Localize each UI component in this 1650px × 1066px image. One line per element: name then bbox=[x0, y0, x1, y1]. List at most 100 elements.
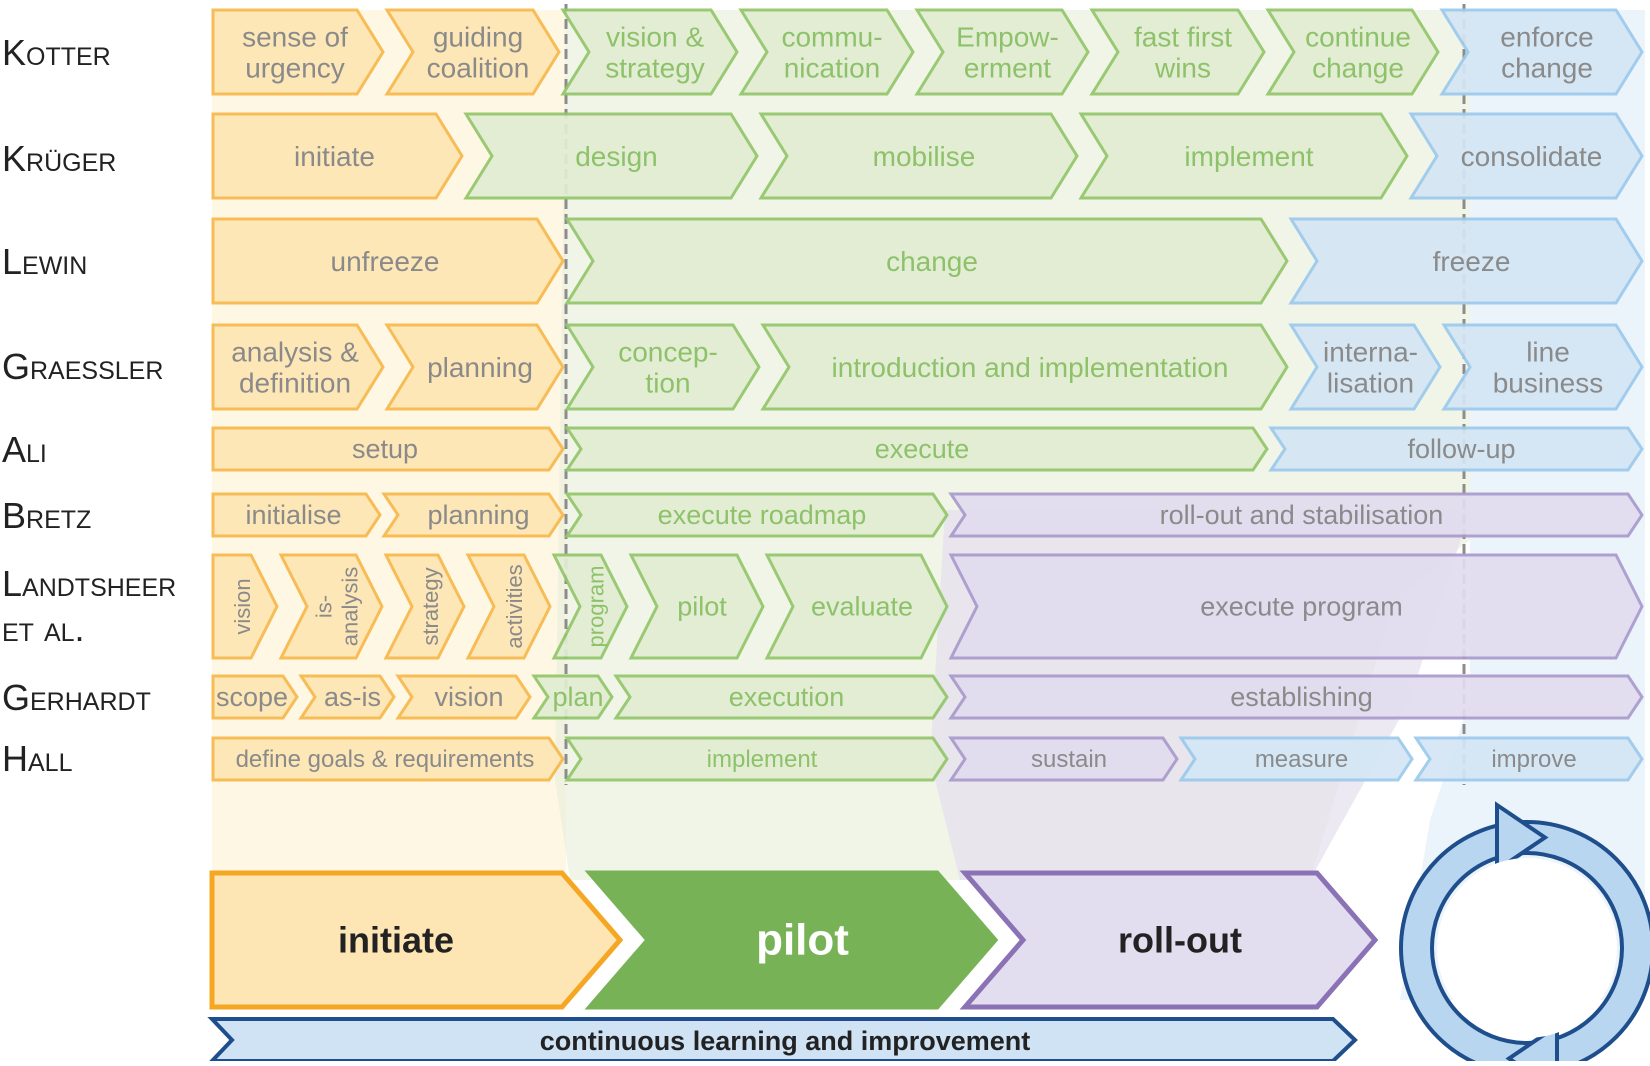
stage-chevron bbox=[1288, 323, 1442, 411]
stage-chevron bbox=[1439, 8, 1644, 96]
stage-label: interna-lisation bbox=[1323, 336, 1418, 398]
stage-label: as-is bbox=[324, 682, 381, 712]
stage-vision: vision bbox=[211, 553, 279, 660]
stage-vision-strategy: vision &strategy bbox=[560, 8, 739, 96]
stage-label: consolidate bbox=[1461, 141, 1603, 172]
row-label-hall: Hall bbox=[2, 738, 73, 779]
stage-chevron bbox=[564, 736, 949, 782]
stage-chevron bbox=[560, 8, 739, 96]
stage-analysis-definition: analysis &definition bbox=[211, 323, 385, 411]
stage-label: roll-out and stabilisation bbox=[1160, 500, 1444, 530]
row-ali: setup execute follow-up bbox=[211, 426, 1644, 472]
stage-chevron bbox=[278, 553, 384, 660]
stage-label: establishing bbox=[1230, 682, 1373, 712]
stage-label: concep-tion bbox=[618, 336, 718, 398]
stage-chevron bbox=[465, 553, 552, 660]
stage-chevron bbox=[564, 426, 1269, 472]
stage-chevron bbox=[1078, 112, 1409, 200]
stage-chevron bbox=[564, 492, 949, 538]
stage-chevron bbox=[1441, 323, 1644, 411]
row-label-lewin: Lewin bbox=[2, 241, 88, 282]
stage-label: planning bbox=[427, 352, 533, 383]
phase-label: roll-out bbox=[1118, 920, 1242, 961]
stage-chevron bbox=[948, 492, 1644, 538]
stage-chevron bbox=[1268, 426, 1644, 472]
stage-chevron bbox=[948, 553, 1644, 660]
stage-execute-program: execute program bbox=[948, 553, 1644, 660]
phase-chevron bbox=[209, 870, 624, 1010]
stage-chevron bbox=[384, 323, 565, 411]
circular-arrows-icon bbox=[1399, 801, 1650, 1066]
stage-chevron bbox=[211, 674, 299, 720]
stage-label: strategy bbox=[418, 567, 443, 645]
stage-chevron bbox=[211, 323, 385, 411]
stage-commu-nication: commu-nication bbox=[738, 8, 915, 96]
stage-label: define goals & requirements bbox=[236, 746, 535, 773]
stage-label: setup bbox=[352, 434, 418, 464]
phase-label: pilot bbox=[756, 916, 849, 965]
stage-label: execute bbox=[875, 434, 970, 464]
stage-execution: execution bbox=[613, 674, 949, 720]
stage-chevron bbox=[564, 217, 1289, 305]
stage-unfreeze: unfreeze bbox=[211, 217, 565, 305]
stage-label: activities bbox=[502, 564, 527, 648]
stage-vision: vision bbox=[395, 674, 532, 720]
stage-empow-erment: Empow-erment bbox=[914, 8, 1090, 96]
stage-chevron bbox=[764, 553, 949, 660]
stage-label: freeze bbox=[1433, 246, 1511, 277]
stage-label: initiate bbox=[294, 141, 375, 172]
stage-scope: scope bbox=[211, 674, 299, 720]
stage-chevron bbox=[384, 8, 561, 96]
phase-label: initiate bbox=[338, 920, 454, 961]
stage-chevron bbox=[211, 8, 385, 96]
stage-planning: planning bbox=[381, 492, 565, 538]
stage-label: Empow-erment bbox=[956, 21, 1059, 83]
phase-pilot: pilot bbox=[584, 870, 999, 1010]
stage-is-analysis: is-analysis bbox=[278, 553, 384, 660]
row-label-krueger: Krüger bbox=[2, 138, 117, 179]
stage-label: scope bbox=[216, 682, 288, 712]
stage-introduction-and-implementation: introduction and implementation bbox=[760, 323, 1289, 411]
phase-roll-out: roll-out bbox=[959, 870, 1379, 1010]
stage-chevron bbox=[1089, 8, 1266, 96]
stage-chevron bbox=[1265, 8, 1440, 96]
stage-label: implement bbox=[707, 746, 818, 773]
stage-chevron bbox=[211, 736, 565, 782]
stage-pilot: pilot bbox=[628, 553, 765, 660]
stage-label: mobilise bbox=[873, 141, 976, 172]
row-graessler: analysis &definition planning concep-tion i… bbox=[211, 323, 1644, 411]
stage-label: improve bbox=[1491, 746, 1576, 773]
phase-chevron bbox=[584, 870, 999, 1010]
stage-design: design bbox=[463, 112, 759, 200]
stage-chevron bbox=[1178, 736, 1414, 782]
stage-label: is-analysis bbox=[311, 567, 362, 646]
stage-chevron bbox=[914, 8, 1090, 96]
stage-define-goals-requirements: define goals & requirements bbox=[211, 736, 565, 782]
stage-chevron bbox=[211, 112, 464, 200]
stage-chevron bbox=[758, 112, 1079, 200]
stage-chevron bbox=[211, 426, 565, 472]
stage-label: measure bbox=[1255, 746, 1348, 773]
stage-plan: plan bbox=[531, 674, 614, 720]
stage-label: execute program bbox=[1200, 592, 1403, 622]
stage-roll-out-and-stabilisation: roll-out and stabilisation bbox=[948, 492, 1644, 538]
row-label-kotter: Kotter bbox=[2, 32, 111, 73]
stage-execute: execute bbox=[564, 426, 1269, 472]
stage-interna-lisation: interna-lisation bbox=[1288, 323, 1442, 411]
stage-chevron bbox=[463, 112, 759, 200]
stage-freeze: freeze bbox=[1288, 217, 1644, 305]
stage-chevron bbox=[760, 323, 1289, 411]
cycle-center bbox=[1437, 858, 1617, 1038]
stage-follow-up: follow-up bbox=[1268, 426, 1644, 472]
